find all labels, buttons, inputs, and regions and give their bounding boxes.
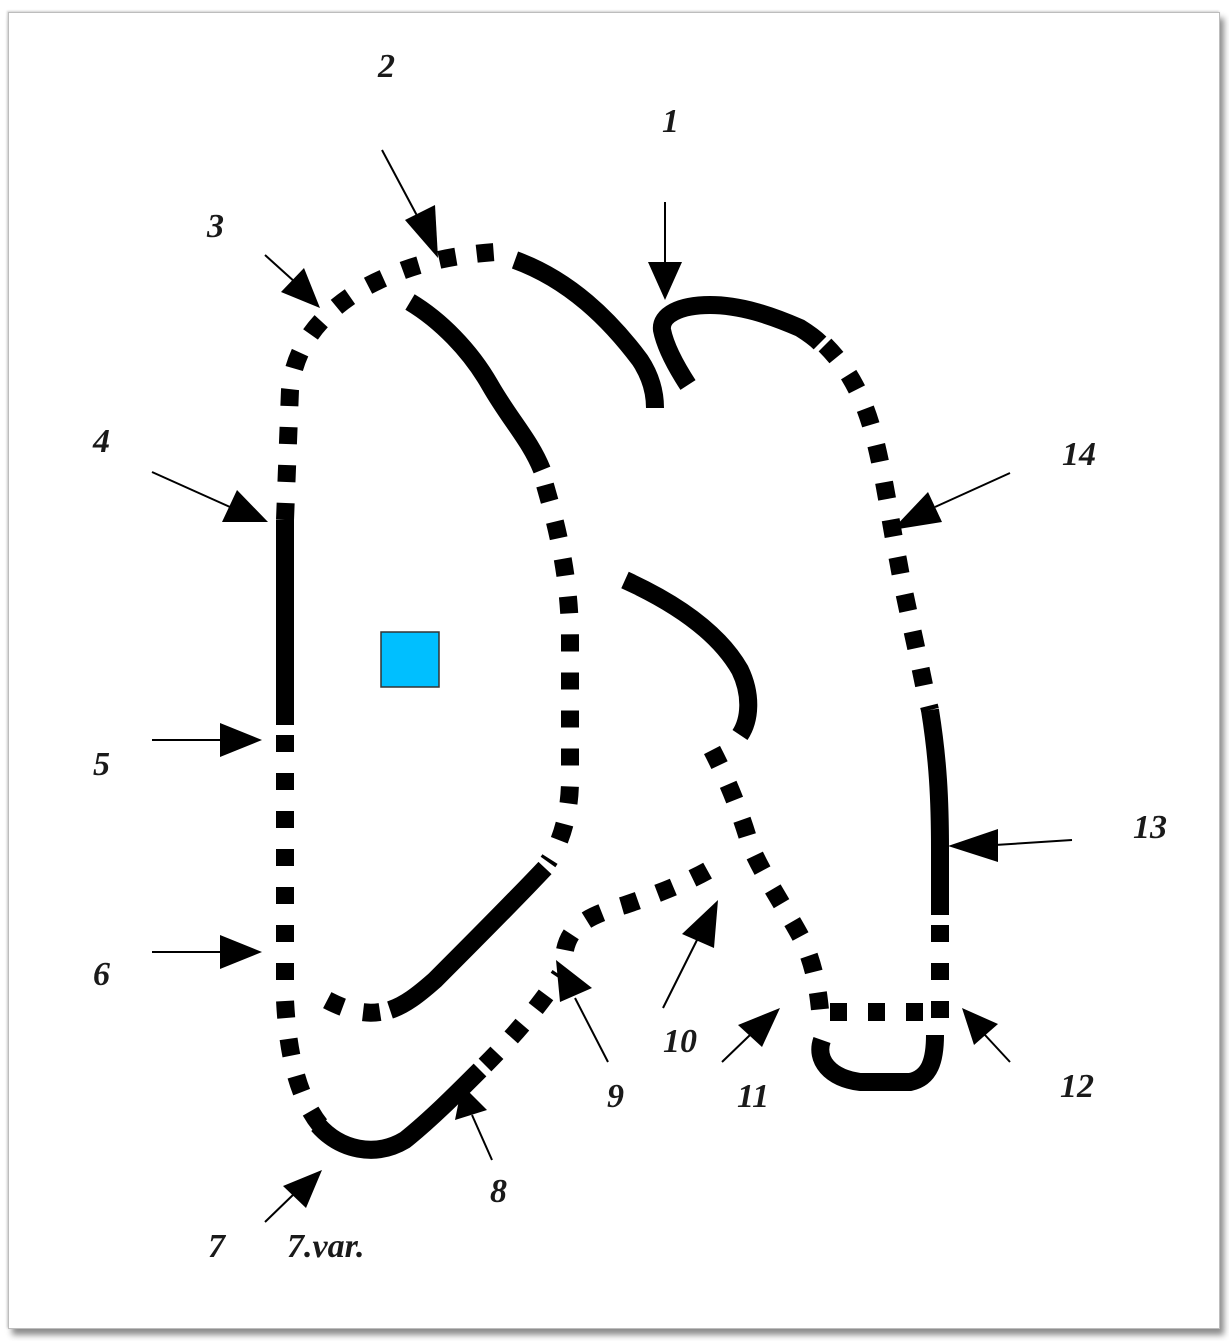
- arrow-8: [455, 1085, 492, 1160]
- arrow-9: [556, 960, 608, 1062]
- inner-top-solid: [410, 302, 542, 470]
- arrow-7var: [265, 1170, 322, 1222]
- right-top-hook: [662, 305, 820, 385]
- arrow-1: [648, 202, 682, 300]
- top-solid-curve: [515, 260, 655, 408]
- label-11: 11: [737, 1078, 769, 1115]
- arrow-12: [962, 1008, 1010, 1062]
- right-outer-dotted: [825, 345, 930, 710]
- arrow-14: [892, 473, 1010, 530]
- lower-dotted-8-9: [485, 975, 560, 1065]
- label-10: 10: [663, 1023, 697, 1060]
- label-12: 12: [1060, 1068, 1094, 1105]
- label-7: 7: [208, 1228, 227, 1265]
- label-14: 14: [1062, 436, 1096, 473]
- label-4: 4: [92, 423, 110, 460]
- label-2: 2: [377, 48, 395, 85]
- label-9: 9: [607, 1078, 624, 1115]
- arrow-2: [382, 150, 438, 258]
- arrow-4: [152, 472, 268, 522]
- arrow-5: [152, 723, 262, 757]
- label-3: 3: [206, 208, 224, 245]
- inner-bottom-dotted: [318, 995, 380, 1013]
- label-7var: 7.var.: [287, 1228, 364, 1265]
- outer-top-dotted-arc: [285, 252, 495, 520]
- bottom-solid-curve: [318, 1070, 480, 1150]
- label-8: 8: [490, 1173, 507, 1210]
- arrow-10: [663, 900, 718, 1008]
- label-6: 6: [93, 956, 110, 993]
- right-outer-solid: [930, 710, 940, 915]
- arrow-13: [948, 829, 1072, 862]
- label-1: 1: [662, 103, 679, 140]
- middle-dotted-descend: [712, 750, 820, 1010]
- inner-right-dotted: [545, 485, 570, 862]
- middle-solid-curve: [625, 580, 748, 735]
- inner-bottom-solid: [390, 868, 545, 1010]
- blue-square-marker: [381, 632, 439, 687]
- arrow-6: [152, 935, 262, 969]
- arrow-11: [722, 1008, 780, 1062]
- arrow-3: [265, 255, 320, 308]
- bottom-right-solid-u: [820, 1035, 935, 1082]
- left-wall-dotted: [285, 735, 320, 1125]
- label-13: 13: [1133, 809, 1167, 846]
- label-5: 5: [93, 746, 110, 783]
